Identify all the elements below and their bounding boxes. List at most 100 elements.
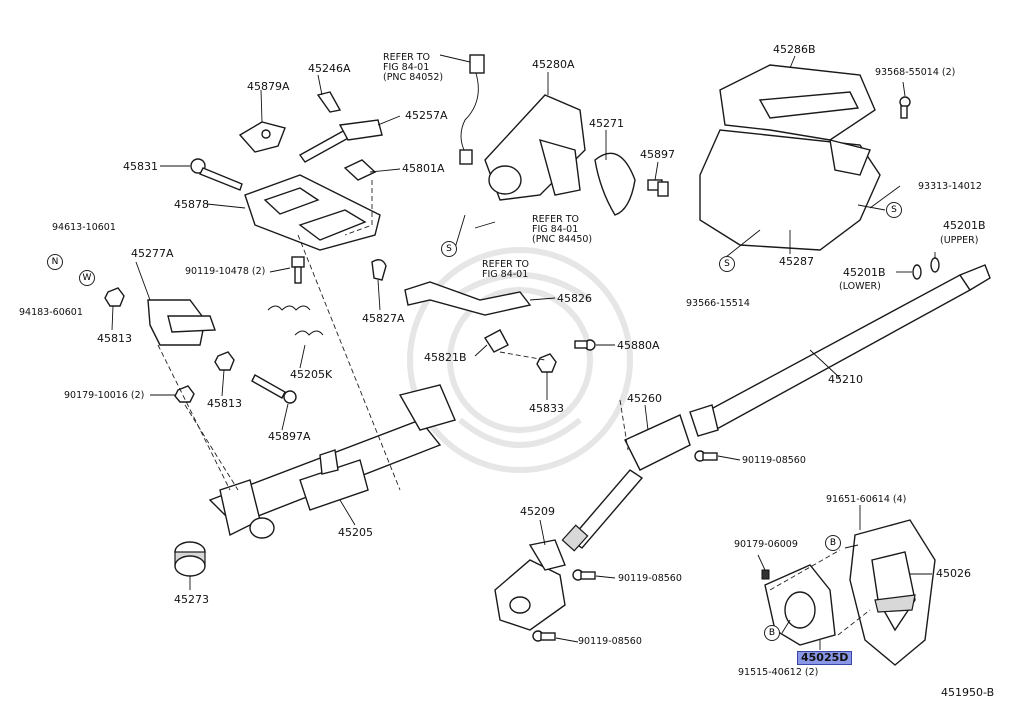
label-45205: 45205 <box>338 526 373 539</box>
bracket-45277A <box>147 299 216 346</box>
marker-s-lower: S <box>719 256 735 272</box>
universal-joint-45209 <box>494 539 566 631</box>
marker-s-refer: S <box>441 241 457 257</box>
label-94183-60601: 94183-60601 <box>19 307 83 318</box>
label-45286B: 45286B <box>773 43 816 56</box>
link-45821B <box>484 329 509 353</box>
screw-93568-55014 <box>899 96 911 119</box>
marker-b-upper: B <box>825 535 841 551</box>
bracket-45878 <box>244 174 381 251</box>
label-93313-14012: 93313-14012 <box>918 181 982 192</box>
label-90179-10016: 90179-10016 (2) <box>64 390 145 401</box>
label-90119-10478: 90119-10478 (2) <box>185 266 266 277</box>
refer-note-1-line3: (PNC 84052) <box>383 72 444 83</box>
spring-45205K <box>267 305 324 336</box>
label-45878: 45878 <box>174 198 209 211</box>
refer-note-2-line3: (PNC 84450) <box>532 234 593 245</box>
bearing-45273 <box>174 541 206 577</box>
clip-45246A <box>316 91 342 113</box>
label-45801A: 45801A <box>402 162 445 175</box>
clip-45827A <box>371 259 387 281</box>
label-90119-08560-c: 90119-08560 <box>578 636 642 647</box>
diagram-id: 451950-B <box>941 686 995 699</box>
nut-90179-10016 <box>174 385 195 403</box>
label-45897: 45897 <box>640 148 675 161</box>
main-shaft-45210 <box>689 264 991 437</box>
steering-column-tube-45205 <box>208 384 456 539</box>
intermediate-shaft-45260 <box>561 414 691 552</box>
label-lower: (LOWER) <box>839 281 881 292</box>
cover-45025D <box>764 564 836 646</box>
marker-n: N <box>47 254 63 270</box>
label-93566-15514: 93566-15514 <box>686 298 750 309</box>
label-90119-08560-b: 90119-08560 <box>618 573 682 584</box>
bolt-45880A <box>574 339 596 351</box>
label-93568-55014: 93568-55014 (2) <box>875 67 956 78</box>
label-94613-10601: 94613-10601 <box>52 222 116 233</box>
label-45277A: 45277A <box>131 247 174 260</box>
label-45831: 45831 <box>123 160 158 173</box>
label-45880A: 45880A <box>617 339 660 352</box>
nut-45833 <box>536 353 557 373</box>
label-45821B: 45821B <box>424 351 467 364</box>
label-45026: 45026 <box>936 567 971 580</box>
label-90179-06009: 90179-06009 <box>734 539 798 550</box>
column-cover-lower-45287 <box>699 129 881 251</box>
marker-w: W <box>79 270 95 286</box>
bolt-90119-08560-b <box>572 569 596 581</box>
label-45260: 45260 <box>627 392 662 405</box>
label-45826: 45826 <box>557 292 592 305</box>
label-45833: 45833 <box>529 402 564 415</box>
label-45827A: 45827A <box>362 312 405 325</box>
label-45201B-lower: 45201B <box>843 266 886 279</box>
screw-45897 <box>647 179 669 197</box>
label-45271: 45271 <box>589 117 624 130</box>
label-upper: (UPPER) <box>940 235 979 246</box>
refer-note-2-line1: REFER TO <box>532 214 579 225</box>
clip-45879A <box>238 121 286 153</box>
assembly-dashed-lines <box>157 180 871 636</box>
nut-45813-lower <box>214 351 235 371</box>
snap-ring-45201B-upper <box>930 257 940 273</box>
label-45273: 45273 <box>174 593 209 606</box>
refer-note-1-line1: REFER TO <box>383 52 430 63</box>
refer-note-3-line1: REFER TO <box>482 259 529 270</box>
label-45897A: 45897A <box>268 430 311 443</box>
label-45813-lower: 45813 <box>207 397 242 410</box>
cover-45271 <box>594 152 636 216</box>
label-45246A: 45246A <box>308 62 351 75</box>
label-90119-08560-a: 90119-08560 <box>742 455 806 466</box>
label-45287: 45287 <box>779 255 814 268</box>
ignition-switch-45280A <box>459 54 586 201</box>
marker-s-cover: S <box>886 202 902 218</box>
refer-note-2-line2: FIG 84-01 <box>532 224 579 235</box>
snap-ring-45201B-lower <box>912 264 922 280</box>
label-45210: 45210 <box>828 373 863 386</box>
watermark-emblem <box>407 247 633 473</box>
lever-45826 <box>404 281 532 316</box>
bolt-45897A <box>251 374 297 404</box>
label-45280A: 45280A <box>532 58 575 71</box>
label-45201B-upper: 45201B <box>943 219 986 232</box>
label-91515-40612: 91515-40612 (2) <box>738 667 819 678</box>
label-45209: 45209 <box>520 505 555 518</box>
spring-clip-45801A <box>343 159 377 181</box>
bolt-90119-08560-a <box>694 450 718 462</box>
marker-b-lower: B <box>764 625 780 641</box>
leader-lines <box>111 54 936 650</box>
refer-note-3-line2: FIG 84-01 <box>482 269 529 280</box>
column-cover-upper-45286B <box>719 64 876 141</box>
refer-note-1-line2: FIG 84-01 <box>383 62 430 73</box>
bolt-90119-10478 <box>291 256 305 284</box>
label-45205K: 45205K <box>290 368 333 381</box>
label-45879A: 45879A <box>247 80 290 93</box>
bolt-90119-08560-c <box>532 630 556 642</box>
lever-45257A <box>298 119 383 163</box>
nut-45813-upper <box>104 287 125 307</box>
label-45025D-highlighted[interactable]: 45025D <box>797 651 853 665</box>
boot-45026 <box>849 519 936 666</box>
bolt-90179-06009 <box>761 569 770 580</box>
label-45813-upper: 45813 <box>97 332 132 345</box>
